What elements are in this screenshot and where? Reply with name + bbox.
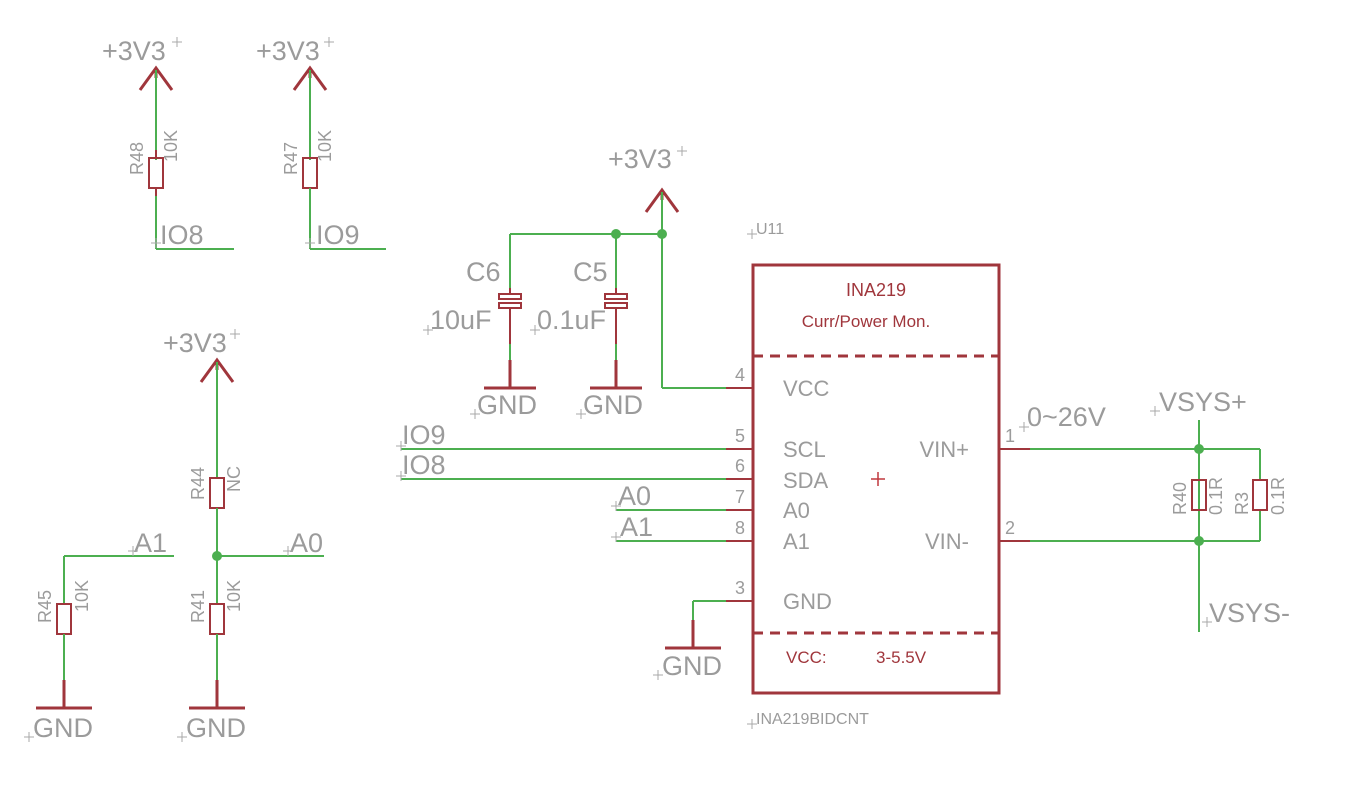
net-label-vsys-minus: VSYS- <box>1209 598 1290 628</box>
resistor-r45 <box>56 603 72 635</box>
decoupling-group: +3V3 C6 10uF GND C5 0.1uF GND <box>423 144 752 420</box>
ground-label-ic: GND <box>662 651 722 681</box>
pin-vinp-num: 1 <box>1005 426 1015 446</box>
resistor-r3-value: 0.1R <box>1268 477 1288 515</box>
pin-a0-name: A0 <box>783 498 810 523</box>
resistor-r48-ref: R48 <box>127 142 147 175</box>
resistor-r40-value: 0.1R <box>1206 477 1226 515</box>
shunt-group: R40 0.1R R3 0.1R VSYS+ VSYS- 0~26V <box>1019 387 1290 632</box>
resistor-r41-ref: R41 <box>188 590 208 623</box>
net-label-a1-ic: A1 <box>620 512 653 542</box>
resistor-r41-value: 10K <box>224 580 244 612</box>
net-label-a1-left: A1 <box>134 528 167 558</box>
supply-label-r44: +3V3 <box>163 328 227 358</box>
resistor-r3-ref: R3 <box>1232 492 1252 515</box>
pin-vcc-num: 4 <box>735 365 745 385</box>
pin-scl-num: 5 <box>735 426 745 446</box>
supply-label-r47: +3V3 <box>256 36 320 66</box>
pin-vinp-name: VIN+ <box>919 437 969 462</box>
resistor-r44-value: NC <box>224 466 244 492</box>
r47-pullup-group: +3V3 R47 10K IO9 <box>256 36 386 250</box>
net-label-vsys-plus: VSYS+ <box>1159 387 1247 417</box>
junction-vsys-plus <box>1194 444 1204 454</box>
pin-sda-num: 6 <box>735 456 745 476</box>
pin-gnd-num: 3 <box>735 578 745 598</box>
net-label-a0-ic: A0 <box>618 481 651 511</box>
pin-vinm-name: VIN- <box>925 529 969 554</box>
ic-vcc-label: VCC: <box>786 648 827 667</box>
resistor-r40 <box>1191 479 1207 511</box>
resistor-r44-ref: R44 <box>188 467 208 500</box>
ic-name: INA219 <box>846 280 906 300</box>
address-a1-group: R45 10K A1 GND <box>24 528 174 743</box>
capacitor-c5-value: 0.1uF <box>537 305 606 335</box>
supply-label-ic: +3V3 <box>608 144 672 174</box>
capacitor-c6-value: 10uF <box>430 305 492 335</box>
r48-pullup-group: +3V3 R48 10K IO8 <box>102 36 234 250</box>
ina219-ic: INA219 Curr/Power Mon. VCC: 3-5.5V U11 I… <box>726 221 1030 729</box>
net-label-io8-ic: IO8 <box>402 450 446 480</box>
resistor-r48-value: 10K <box>161 130 181 162</box>
pin-vcc-name: VCC <box>783 376 830 401</box>
pin-a1-name: A1 <box>783 529 810 554</box>
resistor-r45-ref: R45 <box>35 590 55 623</box>
ic-vcc-range: 3-5.5V <box>876 648 927 667</box>
resistor-r41 <box>209 603 225 635</box>
supply-label-r48: +3V3 <box>102 36 166 66</box>
capacitor-c6 <box>498 293 522 300</box>
resistor-r47-ref: R47 <box>281 142 301 175</box>
net-label-a0-left: A0 <box>290 528 323 558</box>
resistor-r45-value: 10K <box>72 580 92 612</box>
capacitor-c6-ref: C6 <box>466 257 501 287</box>
resistor-r3 <box>1252 479 1268 511</box>
junction-vsys-minus <box>1194 536 1204 546</box>
ground-label-r45: GND <box>33 713 93 743</box>
pin-a1-num: 8 <box>735 518 745 538</box>
net-label-io9-ic: IO9 <box>402 420 446 450</box>
net-label-io9: IO9 <box>316 220 360 250</box>
junction-a0 <box>212 551 222 561</box>
resistor-r40-ref: R40 <box>1170 482 1190 515</box>
pin-scl-name: SCL <box>783 437 826 462</box>
pin-vinm-num: 2 <box>1005 518 1015 538</box>
ground-label-c6: GND <box>477 390 537 420</box>
pin-a0-num: 7 <box>735 487 745 507</box>
ic-part-number: INA219BIDCNT <box>756 711 869 728</box>
ground-label-c5: GND <box>583 390 643 420</box>
signal-nets: IO9 IO8 A0 A1 GND <box>396 420 726 681</box>
resistor-r47-value: 10K <box>315 130 335 162</box>
voltage-range-label: 0~26V <box>1027 402 1106 432</box>
pin-sda-name: SDA <box>783 468 829 493</box>
pin-gnd-name: GND <box>783 589 832 614</box>
net-label-io8: IO8 <box>160 220 204 250</box>
junction-supply <box>657 229 667 239</box>
capacitor-c5 <box>604 293 628 300</box>
ground-label-r41: GND <box>186 713 246 743</box>
ic-ref: U11 <box>756 221 784 238</box>
resistor-r44 <box>209 477 225 509</box>
capacitor-c5-ref: C5 <box>573 257 608 287</box>
ic-description: Curr/Power Mon. <box>802 312 930 331</box>
address-a0-group: +3V3 R44 NC R41 10K A0 GND <box>163 328 324 743</box>
